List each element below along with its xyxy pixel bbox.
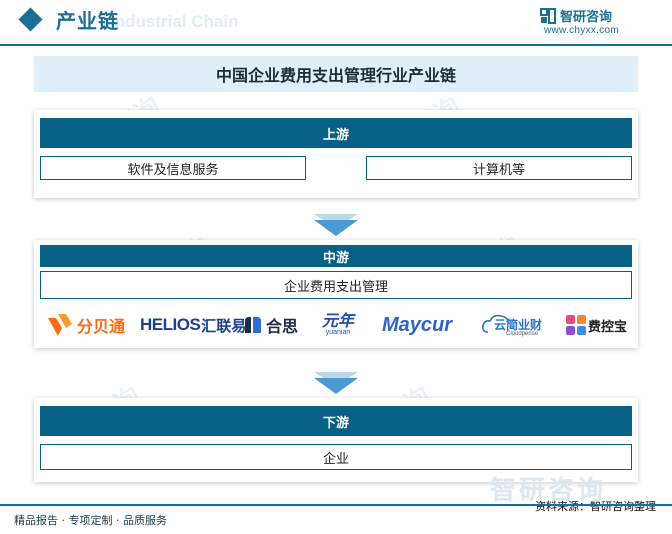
feikongbao-logo-icon bbox=[566, 315, 586, 335]
diagram-title-banner: 中国企业费用支出管理行业产业链 bbox=[34, 56, 638, 92]
cloudpense-logo-icon bbox=[482, 314, 509, 333]
header-divider bbox=[0, 44, 672, 46]
company-name: 合思 bbox=[266, 317, 299, 336]
watermark-logo: 智研咨询 bbox=[490, 476, 607, 506]
helios-logo-icon: HELIOS bbox=[140, 315, 201, 334]
source-note: 资料来源：智研咨询整理 bbox=[535, 500, 656, 513]
company-name: 云简业财 bbox=[494, 318, 543, 332]
upstream-item: 计算机等 bbox=[366, 156, 632, 180]
company-logo-hesi: 合思 bbox=[242, 313, 298, 337]
upstream-item: 软件及信息服务 bbox=[40, 156, 306, 180]
diamond-icon bbox=[18, 7, 43, 32]
upstream-header: 上游 bbox=[40, 118, 632, 148]
company-name: 汇联易 bbox=[201, 316, 247, 335]
yuanian-logo-icon: 元年 bbox=[322, 311, 355, 330]
down-arrow-icon bbox=[314, 372, 358, 394]
fenbeitong-logo-icon bbox=[48, 314, 72, 336]
company-logo-fenbeitong: 分贝通 bbox=[48, 313, 125, 337]
brand-icon bbox=[540, 8, 556, 24]
brand-url: www.chyxx.com bbox=[544, 25, 620, 36]
brand-logo: 智研咨询 www.chyxx.com bbox=[540, 6, 660, 40]
company-name: 费控宝 bbox=[588, 319, 628, 335]
midstream-header: 中游 bbox=[40, 245, 632, 267]
hesi-logo-icon bbox=[245, 317, 261, 333]
diagram-title: 中国企业费用支出管理行业产业链 bbox=[215, 66, 456, 85]
company-logo-helios: HELIOS 汇联易 bbox=[140, 313, 246, 337]
footer-slogan: 精品报告 · 专项定制 · 品质服务 bbox=[14, 514, 167, 527]
company-subname: Cloudpense bbox=[506, 331, 539, 337]
company-subname: yuanian bbox=[325, 329, 351, 336]
footer-divider bbox=[0, 504, 672, 506]
maycur-logo-icon: Maycur bbox=[382, 313, 453, 336]
company-logo-cloudpense: 云简业财 Cloudpense bbox=[482, 313, 560, 337]
company-logo-maycur: Maycur bbox=[382, 313, 452, 337]
upstream-panel: 上游 软件及信息服务 计算机等 bbox=[34, 110, 638, 198]
downstream-header: 下游 bbox=[40, 406, 632, 436]
header-title: 产业链 bbox=[56, 9, 119, 33]
company-logo-feikongbao: 费控宝 bbox=[566, 313, 627, 337]
midstream-panel: 中游 企业费用支出管理 bbox=[34, 240, 638, 348]
header-ghost-subtitle: Industrial Chain bbox=[110, 12, 239, 31]
down-arrow-icon bbox=[314, 214, 358, 236]
downstream-panel: 下游 企业 bbox=[34, 398, 638, 482]
brand-name: 智研咨询 bbox=[560, 10, 613, 25]
midstream-item: 企业费用支出管理 bbox=[40, 271, 632, 299]
header: Industrial Chain 产业链 智研咨询 www.chyxx.com bbox=[0, 0, 672, 48]
company-logo-yuanian: 元年 yuanian bbox=[322, 313, 354, 337]
downstream-item: 企业 bbox=[40, 444, 632, 470]
company-name: 分贝通 bbox=[77, 317, 126, 336]
